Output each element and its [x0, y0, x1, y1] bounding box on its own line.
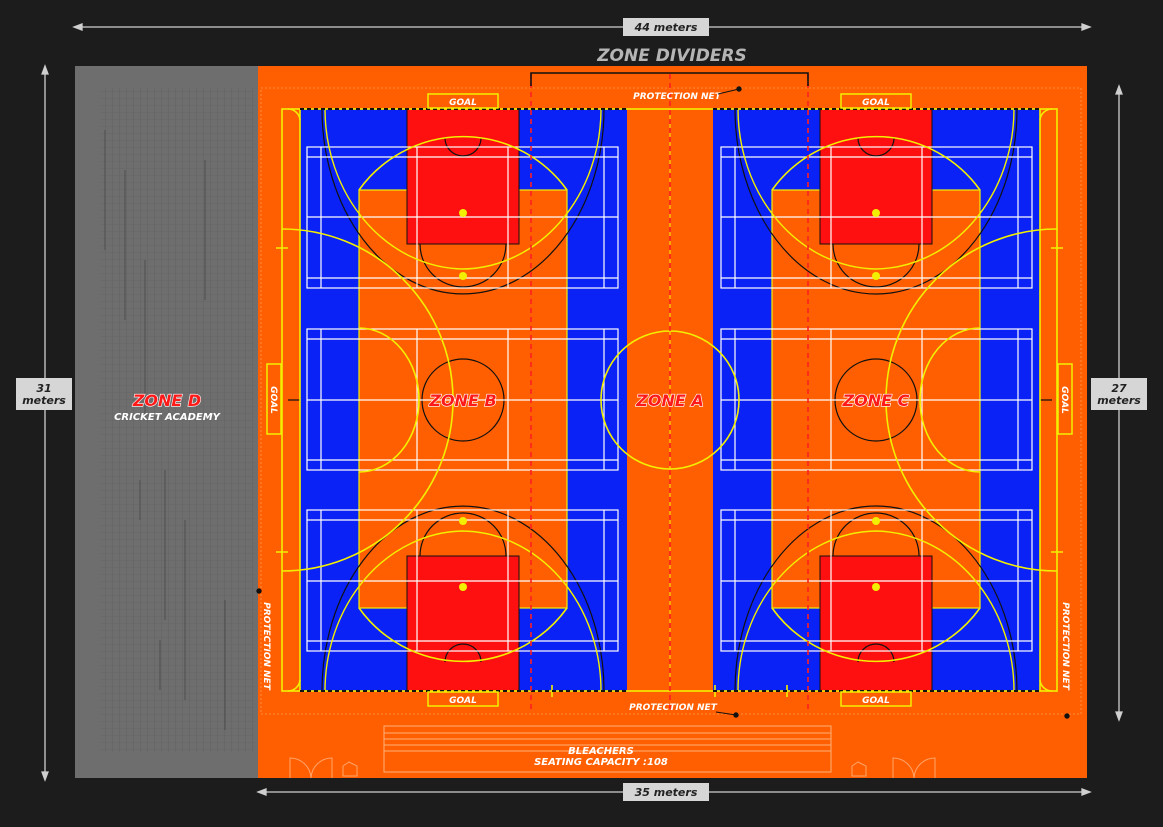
zone-divider-bracket: [530, 72, 809, 86]
goal-label-right: GOAL: [1059, 386, 1069, 414]
bleachers: [383, 725, 832, 773]
protection-net-label-left: PROTECTION NET: [261, 602, 271, 691]
dimension-left-unit: meters: [22, 394, 66, 407]
court-inner-orange-left: [358, 189, 568, 609]
zone-a-label: ZONE A: [635, 391, 703, 410]
badminton-court-lines: [306, 146, 1033, 652]
baseline-dashes: [300, 108, 1040, 692]
basketball-keys: [406, 108, 933, 692]
goal-label-bottom-left: GOAL: [449, 696, 477, 706]
goal-label-top-left: GOAL: [449, 98, 477, 108]
door-symbols: [289, 757, 936, 779]
bleachers-label: BLEACHERS: [568, 746, 634, 757]
protection-net-label-right: PROTECTION NET: [1060, 602, 1070, 691]
goal-label-left: GOAL: [268, 386, 278, 414]
cricket-net-grid: [100, 88, 254, 752]
dimension-left-value: 31: [36, 382, 51, 395]
dimension-right-unit: meters: [1097, 394, 1141, 407]
dimension-label-boxes: [16, 18, 1147, 801]
net-leader-lines: [256, 86, 1070, 719]
dimension-top-label: 44 meters: [634, 21, 698, 34]
seating-capacity-label: SEATING CAPACITY :108: [534, 757, 668, 768]
center-spots: [459, 209, 880, 591]
goal-label-top-right: GOAL: [862, 98, 890, 108]
goal-label-bottom-right: GOAL: [862, 696, 890, 706]
zone-b-label: ZONE B: [428, 391, 496, 410]
dimension-right-value: 27: [1111, 382, 1127, 395]
handball-court-lines: [276, 108, 1063, 697]
dimension-bottom-label: 35 meters: [635, 786, 698, 799]
zone-d-label: ZONE D: [132, 391, 201, 410]
protection-net-outline: [260, 87, 1082, 715]
goal-boxes: [266, 93, 1073, 707]
zone-divider-lines: [530, 74, 809, 712]
protection-net-label-top: PROTECTION NET: [633, 92, 722, 102]
zone-c-label: ZONE C: [842, 391, 910, 410]
protection-net-label-bottom: PROTECTION NET: [629, 703, 718, 713]
cricket-lane-lines: [104, 130, 226, 730]
zone-dividers-title: ZONE DIVIDERS: [596, 46, 747, 66]
zone-d-subtitle: CRICKET ACADEMY: [114, 412, 222, 423]
